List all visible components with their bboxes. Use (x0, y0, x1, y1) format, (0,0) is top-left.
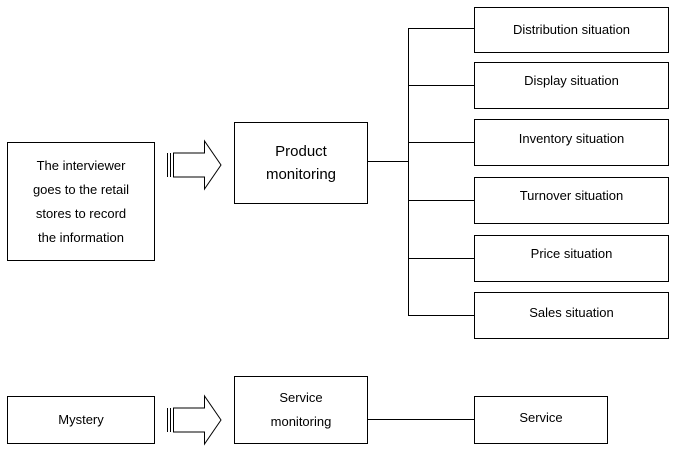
service-monitoring-box: Service monitoring (234, 376, 368, 444)
price-situation-box: Price situation (474, 235, 669, 282)
right-block-arrow-icon (167, 139, 222, 191)
mystery-label: Mystery (58, 412, 104, 427)
service-monitoring-label: Service monitoring (270, 390, 332, 429)
service-label: Service (519, 410, 563, 425)
mystery-box: Mystery (7, 396, 155, 444)
distribution-situation-box: Distribution situation (474, 7, 669, 53)
turnover-situation-box: Turnover situation (474, 177, 669, 224)
distribution-situation-label: Distribution situation (512, 22, 631, 37)
product-monitoring-label: Product monitoring (265, 143, 337, 183)
interviewer-label: The interviewer goes to the retail store… (32, 157, 130, 245)
inventory-situation-label: Inventory situation (518, 130, 625, 146)
display-situation-label: Display situation (524, 72, 619, 88)
price-situation-label: Price situation (530, 245, 613, 261)
inventory-situation-box: Inventory situation (474, 119, 669, 166)
sales-situation-label: Sales situation (529, 304, 614, 320)
product-monitoring-box: Product monitoring (234, 122, 368, 204)
interviewer-box: The interviewer goes to the retail store… (7, 142, 155, 261)
turnover-situation-label: Turnover situation (519, 187, 624, 203)
service-box: Service (474, 396, 608, 444)
sales-situation-box: Sales situation (474, 292, 669, 339)
right-block-arrow-icon (167, 394, 222, 446)
display-situation-box: Display situation (474, 62, 669, 109)
